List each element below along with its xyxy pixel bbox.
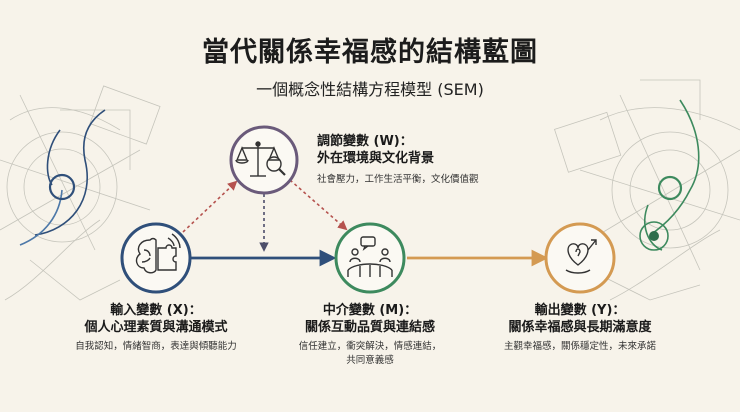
page-subtitle: 一個概念性結構方程模型 (SEM) — [256, 80, 484, 99]
input-heading-line2: 個人心理素質與溝通模式 — [84, 320, 228, 335]
moderator-description: 社會壓力，工作生活平衡，文化價值觀 — [317, 174, 479, 185]
output-description: 主觀幸福感，關係穩定性，未來承諾 — [503, 341, 656, 352]
decorative-sketch-right — [554, 79, 740, 301]
output-node — [544, 222, 616, 294]
bridge-people-icon — [347, 236, 393, 277]
dashed-arrow-input-to-moderator — [182, 180, 238, 233]
output-label: 輸出變數 (Y)： 關係幸福感與長期滿意度 主觀幸福感，關係穩定性，未來承諾 — [480, 302, 680, 354]
moderator-heading-line2: 外在環境與文化背景 — [317, 151, 435, 166]
mediator-label: 中介變數 (M)： 關係互動品質與連結感 信任建立，衝突解決，情感連結， 共同意… — [270, 302, 470, 368]
moderator-heading-line1: 調節變數 (W)： — [317, 134, 413, 149]
dashed-arrow-moderator-to-mediator — [289, 179, 348, 231]
moderator-node — [229, 125, 299, 195]
mediator-description-line1: 信任建立，衝突解決，情感連結， — [298, 341, 442, 352]
page-title: 當代關係幸福感的結構藍圖 — [202, 37, 538, 68]
mediator-heading-line1: 中介變數 (M)： — [322, 303, 418, 318]
connectors — [182, 179, 549, 267]
mediator-description-line2: 共同意義感 — [346, 355, 394, 366]
scale-magnifier-icon — [235, 141, 286, 177]
output-heading-line2: 關係幸福感與長期滿意度 — [508, 320, 652, 335]
output-heading-line1: 輸出變數 (Y)： — [534, 303, 626, 318]
mediator-description: 信任建立，衝突解決，情感連結， 共同意義感 — [270, 340, 470, 368]
heart-growth-icon — [565, 239, 597, 274]
decorative-sketch-left-accent — [19, 109, 106, 246]
input-description: 自我認知，情緒智商，表達與傾聽能力 — [75, 341, 237, 352]
decorative-sketch-right-accent — [639, 99, 700, 251]
mediator-heading-line2: 關係互動品質與連結感 — [304, 320, 435, 335]
decorative-sketch-left — [0, 85, 161, 301]
brain-puzzle-icon — [135, 233, 181, 274]
input-node — [120, 222, 192, 294]
moderator-label: 調節變數 (W)： 外在環境與文化背景 社會壓力，工作生活平衡，文化價值觀 — [317, 133, 479, 187]
mediator-node — [334, 222, 406, 294]
input-label: 輸入變數 (X)： 個人心理素質與溝通模式 自我認知，情緒智商，表達與傾聽能力 — [56, 302, 256, 354]
input-heading-line1: 輸入變數 (X)： — [110, 303, 202, 318]
